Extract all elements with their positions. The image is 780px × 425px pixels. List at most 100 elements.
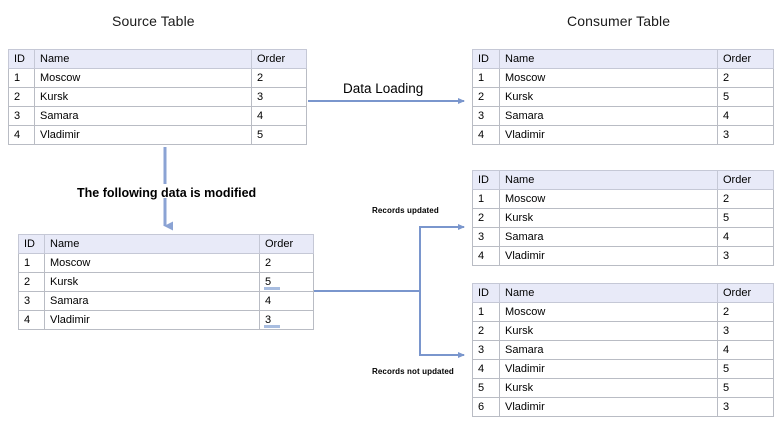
- cell-id: 1: [18, 253, 45, 273]
- column-header-id: ID: [472, 283, 500, 303]
- cell-name: Kursk: [499, 321, 718, 341]
- column-header-name: Name: [44, 234, 260, 254]
- cell-order: 5: [717, 378, 774, 398]
- cell-id: 3: [472, 227, 500, 247]
- cell-id: 4: [8, 125, 35, 145]
- column-header-id: ID: [472, 170, 500, 190]
- modified-highlight-marker: [264, 325, 280, 328]
- cell-id: 2: [472, 321, 500, 341]
- cell-order: 3: [251, 87, 307, 107]
- cell-order: 4: [717, 227, 774, 247]
- cell-id: 1: [8, 68, 35, 88]
- label-records-not-updated: Records not updated: [372, 367, 454, 376]
- column-header-name: Name: [499, 170, 718, 190]
- column-header-id: ID: [472, 49, 500, 69]
- cell-id: 4: [472, 125, 500, 145]
- cell-id: 3: [472, 340, 500, 360]
- cell-name: Vladimir: [499, 125, 718, 145]
- cell-order: 3: [717, 397, 774, 417]
- cell-name: Vladimir: [499, 397, 718, 417]
- cell-name: Kursk: [44, 272, 260, 292]
- cell-id: 2: [472, 208, 500, 228]
- cell-order: 3: [717, 125, 774, 145]
- column-header-order: Order: [251, 49, 307, 69]
- cell-id: 1: [472, 302, 500, 322]
- cell-id: 6: [472, 397, 500, 417]
- cell-id: 2: [8, 87, 35, 107]
- cell-order: 2: [259, 253, 314, 273]
- cell-name: Kursk: [499, 87, 718, 107]
- cell-name: Moscow: [34, 68, 252, 88]
- cell-name: Kursk: [499, 208, 718, 228]
- cell-order: 4: [259, 291, 314, 311]
- cell-name: Moscow: [499, 302, 718, 322]
- cell-order: 5: [251, 125, 307, 145]
- arrow-branch: [314, 224, 465, 358]
- modified-highlight-marker: [264, 287, 280, 290]
- column-header-id: ID: [8, 49, 35, 69]
- cell-name: Samara: [34, 106, 252, 126]
- cell-order: 5: [717, 87, 774, 107]
- cell-id: 3: [8, 106, 35, 126]
- cell-name: Vladimir: [34, 125, 252, 145]
- cell-name: Moscow: [499, 189, 718, 209]
- cell-order: 5: [717, 208, 774, 228]
- cell-id: 1: [472, 68, 500, 88]
- cell-name: Kursk: [499, 378, 718, 398]
- cell-name: Vladimir: [44, 310, 260, 330]
- cell-id: 2: [18, 272, 45, 292]
- label-records-updated: Records updated: [372, 206, 439, 215]
- column-header-name: Name: [499, 49, 718, 69]
- column-header-order: Order: [717, 170, 774, 190]
- cell-order: 2: [717, 68, 774, 88]
- cell-order: 4: [717, 340, 774, 360]
- cell-id: 3: [18, 291, 45, 311]
- column-header-order: Order: [259, 234, 314, 254]
- cell-name: Moscow: [44, 253, 260, 273]
- cell-order: 4: [251, 106, 307, 126]
- cell-id: 3: [472, 106, 500, 126]
- cell-order: 3: [717, 246, 774, 266]
- cell-order: 3: [259, 310, 314, 330]
- cell-name: Samara: [499, 227, 718, 247]
- column-header-id: ID: [18, 234, 45, 254]
- cell-id: 4: [18, 310, 45, 330]
- column-header-name: Name: [34, 49, 252, 69]
- cell-name: Kursk: [34, 87, 252, 107]
- label-data-modified: The following data is modified: [77, 186, 257, 200]
- column-header-name: Name: [499, 283, 718, 303]
- cell-order: 3: [717, 321, 774, 341]
- cell-id: 4: [472, 246, 500, 266]
- cell-id: 1: [472, 189, 500, 209]
- cell-name: Samara: [499, 340, 718, 360]
- cell-order: 2: [717, 189, 774, 209]
- cell-order: 2: [717, 302, 774, 322]
- cell-name: Samara: [499, 106, 718, 126]
- page-title-source: Source Table: [112, 13, 195, 29]
